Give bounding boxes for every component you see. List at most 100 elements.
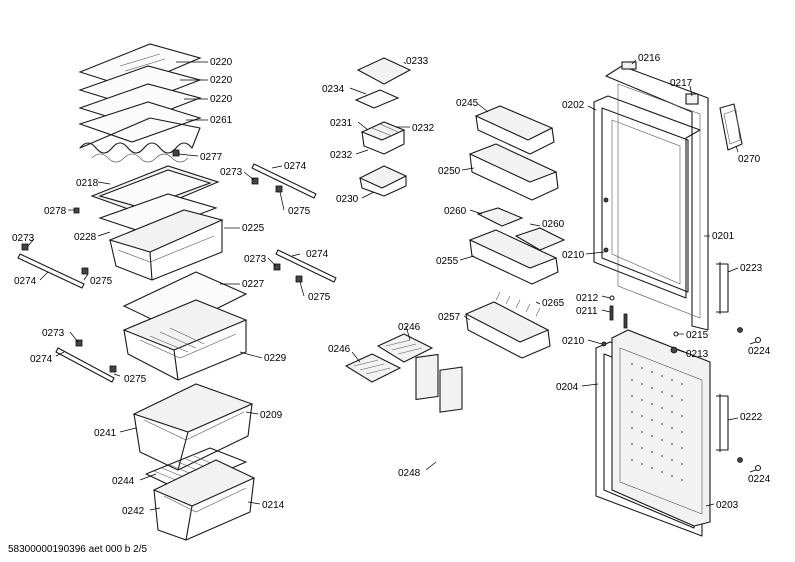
label-0214: 0214 xyxy=(262,500,285,511)
cap-0216 xyxy=(621,61,637,70)
label-0229: 0229 xyxy=(264,353,287,364)
lid-0233 xyxy=(356,57,412,85)
shelf-frame-0218 xyxy=(90,165,220,215)
label-0274-b: 0274 xyxy=(284,161,307,172)
label-0273-c: 0273 xyxy=(244,254,267,265)
label-0273-b: 0273 xyxy=(220,167,243,178)
label-0210-a: 0210 xyxy=(562,250,585,261)
handle-0222 xyxy=(716,394,729,452)
label-0242: 0242 xyxy=(122,506,145,517)
label-0255: 0255 xyxy=(436,256,459,267)
cold-pack-0248 xyxy=(415,353,463,413)
handle-0223 xyxy=(716,262,729,314)
label-0212: 0212 xyxy=(576,293,599,304)
label-0201: 0201 xyxy=(712,231,735,242)
wavy-insert-0261 xyxy=(78,101,202,163)
label-0223: 0223 xyxy=(740,263,763,274)
door-shelf-0255 xyxy=(468,229,559,285)
label-0275-b: 0275 xyxy=(288,206,311,217)
label-0278: 0278 xyxy=(44,206,67,217)
label-0270: 0270 xyxy=(738,154,761,165)
egg-tray-0231 xyxy=(360,121,406,155)
label-0220-3: 0220 xyxy=(210,94,233,105)
rail-left-upper xyxy=(17,243,89,289)
pad-0234 xyxy=(354,89,400,109)
label-0210-b: 0210 xyxy=(562,336,585,347)
label-0203: 0203 xyxy=(716,500,739,511)
label-0274-c: 0274 xyxy=(306,249,329,260)
label-0233: 0233 xyxy=(406,56,429,67)
label-0257: 0257 xyxy=(438,312,461,323)
ice-tray-0246-right xyxy=(376,333,434,363)
door-shelf-0257 xyxy=(464,291,551,359)
hinge-cover-0270 xyxy=(719,103,743,151)
part-labels: 0220 0220 0220 0261 0277 0218 0278 0228 … xyxy=(12,53,771,517)
label-0273-a: 0273 xyxy=(12,233,35,244)
freezer-door-0203 xyxy=(611,329,711,527)
door-shelf-0250 xyxy=(468,143,559,201)
fridge-door-0201 xyxy=(605,65,709,331)
crisper-drawer-0229 xyxy=(122,299,248,381)
label-0241: 0241 xyxy=(94,428,117,439)
glass-plate-0228 xyxy=(98,193,218,235)
freezer-drawer-0242 xyxy=(152,459,256,541)
hinge-parts-0211-0215 xyxy=(601,197,679,354)
label-0274-d: 0274 xyxy=(30,354,53,365)
label-0225: 0225 xyxy=(242,223,265,234)
label-0220-2: 0220 xyxy=(210,75,233,86)
egg-holder-0260 xyxy=(476,207,566,251)
label-0220-1: 0220 xyxy=(210,57,233,68)
label-0245: 0245 xyxy=(456,98,479,109)
label-0260-a: 0260 xyxy=(444,206,467,217)
label-0204: 0204 xyxy=(556,382,579,393)
label-0217: 0217 xyxy=(670,78,693,89)
ice-tray-0246-left xyxy=(344,353,402,383)
cover-0217 xyxy=(685,93,699,105)
label-0230: 0230 xyxy=(336,194,359,205)
label-0274-a: 0274 xyxy=(14,276,37,287)
leader-lines xyxy=(27,59,757,511)
label-0246-b: 0246 xyxy=(328,344,351,355)
clip-0277 xyxy=(172,149,180,157)
label-0275-a: 0275 xyxy=(90,276,113,287)
fridge-door-0202 xyxy=(593,95,701,299)
label-0213: 0213 xyxy=(686,349,709,360)
screws-0224 xyxy=(737,327,762,472)
label-0275-c: 0275 xyxy=(308,292,331,303)
label-0273-d: 0273 xyxy=(42,328,65,339)
label-0246-a: 0246 xyxy=(398,322,421,333)
label-0202: 0202 xyxy=(562,100,585,111)
clip-0278 xyxy=(73,207,80,214)
label-0228: 0228 xyxy=(74,232,97,243)
label-0248: 0248 xyxy=(398,468,421,479)
label-0218: 0218 xyxy=(76,178,99,189)
door-shelf-0245 xyxy=(474,105,555,155)
label-0209: 0209 xyxy=(260,410,283,421)
tray-0230 xyxy=(358,165,408,197)
label-0275-d: 0275 xyxy=(124,374,147,385)
label-0244: 0244 xyxy=(112,476,135,487)
label-0224-b: 0224 xyxy=(748,474,771,485)
label-0224-a: 0224 xyxy=(748,346,771,357)
label-0261: 0261 xyxy=(210,115,233,126)
label-0234: 0234 xyxy=(322,84,345,95)
label-0265: 0265 xyxy=(542,298,565,309)
rail-left-lower xyxy=(55,339,117,383)
rail-mid-upper xyxy=(251,163,317,199)
freezer-drawer-0241 xyxy=(132,383,254,471)
label-0215: 0215 xyxy=(686,330,709,341)
label-0260-b: 0260 xyxy=(542,219,565,230)
label-0277: 0277 xyxy=(200,152,223,163)
label-0250: 0250 xyxy=(438,166,461,177)
document-code: 58300000190396 aet 000 b 2/5 xyxy=(8,544,147,555)
label-0216: 0216 xyxy=(638,53,661,64)
rail-mid-lower xyxy=(273,249,337,283)
label-0232-a: 0232 xyxy=(412,123,435,134)
drawer-0225 xyxy=(108,209,224,281)
label-0222: 0222 xyxy=(740,412,763,423)
label-0232-b: 0232 xyxy=(330,150,353,161)
label-0211: 0211 xyxy=(576,306,598,317)
label-0231: 0231 xyxy=(330,118,353,129)
label-0227: 0227 xyxy=(242,279,265,290)
